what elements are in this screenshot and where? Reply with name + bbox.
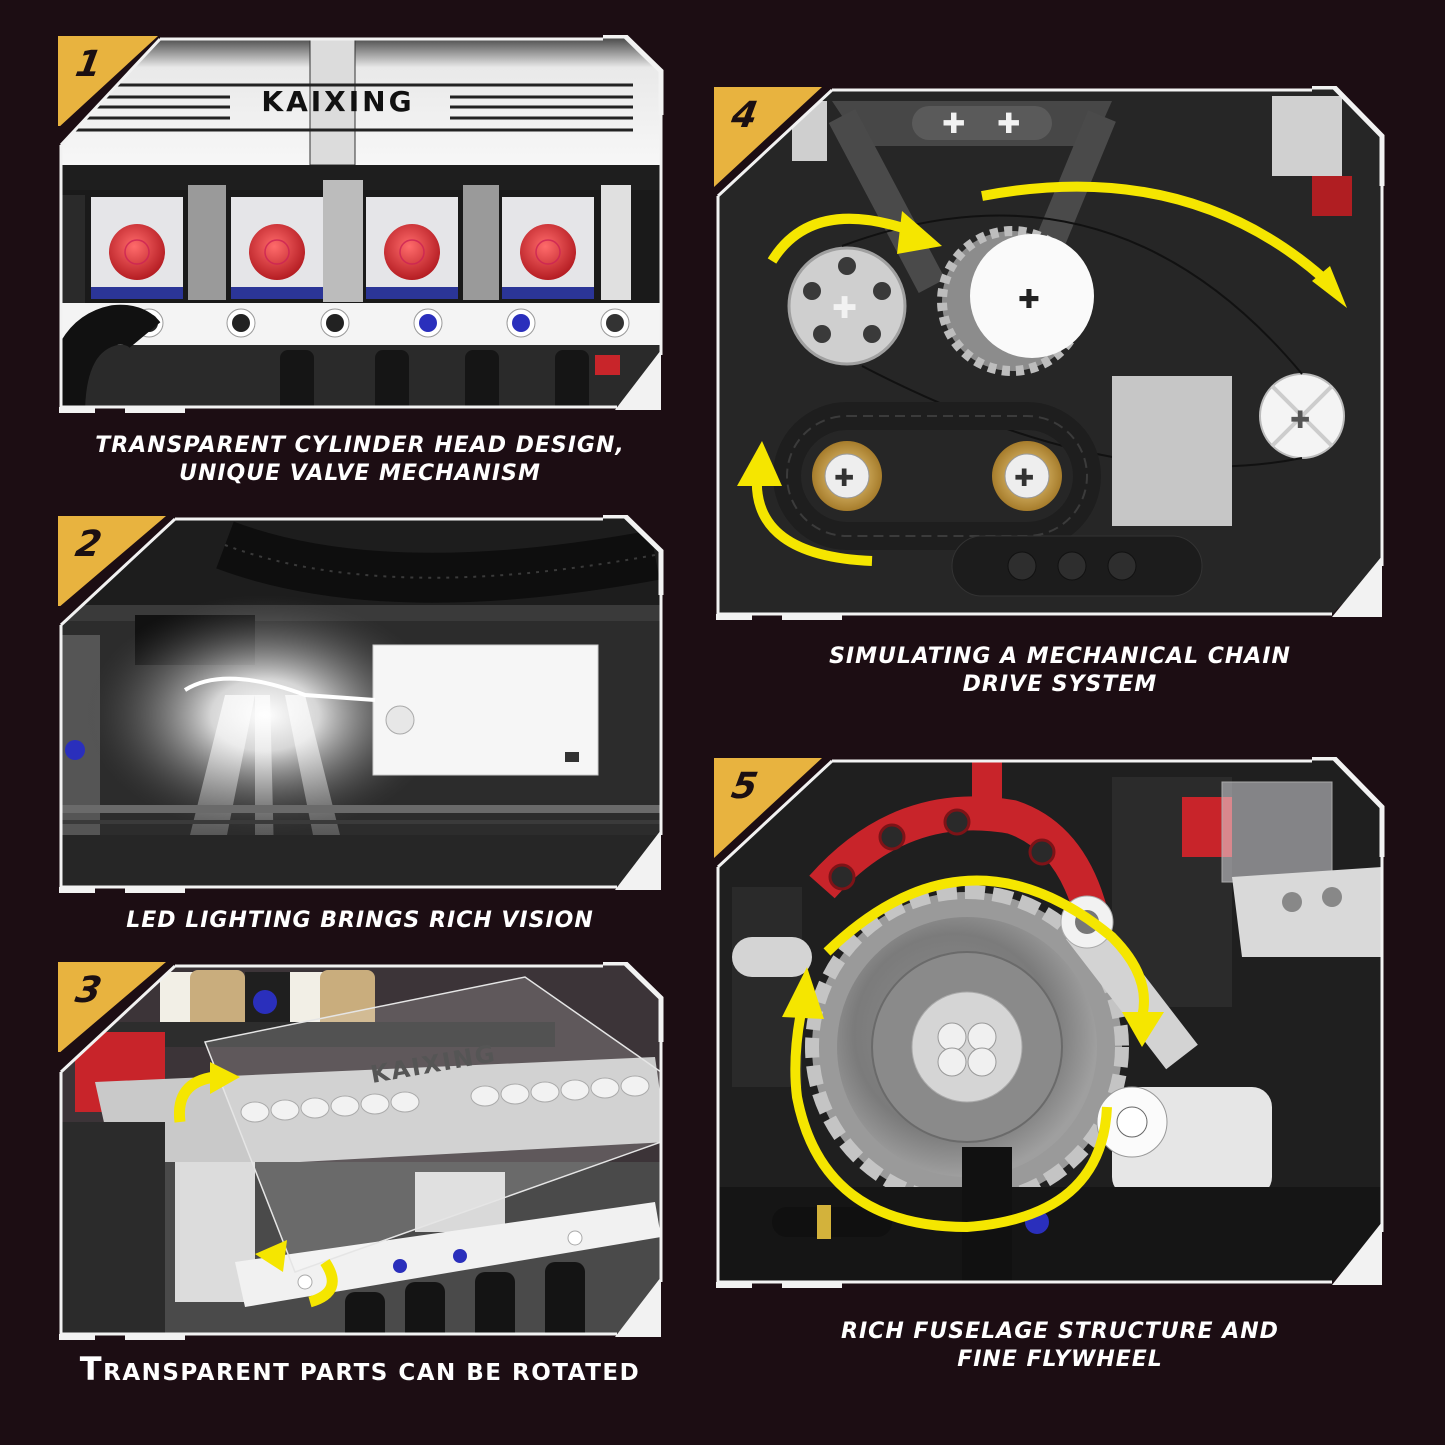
caption-first-letter: T <box>79 1350 104 1388</box>
caption-line-2: FINE FLYWHEEL <box>957 1347 1163 1372</box>
panel-5-caption: RICH FUSELAGE STRUCTURE AND FINE FLYWHEE… <box>725 1318 1395 1374</box>
cylinder-head-image: KAIXING <box>59 35 664 413</box>
panel-2-number-badge: 2 <box>58 516 166 606</box>
panel-4-caption: SIMULATING A MECHANICAL CHAIN DRIVE SYST… <box>725 643 1395 699</box>
svg-text:✚: ✚ <box>1290 406 1310 434</box>
svg-text:✚: ✚ <box>942 107 965 140</box>
caption-line-1: SIMULATING A MECHANICAL CHAIN <box>829 644 1291 669</box>
caption-rest: RANSPARENT PARTS CAN BE ROTATED <box>103 1360 641 1386</box>
transparent-cover-image: KAIXING <box>59 962 664 1340</box>
panel-3-number-badge: 3 <box>58 962 166 1052</box>
svg-text:✚: ✚ <box>834 464 854 492</box>
caption-line-1: TRANSPARENT CYLINDER HEAD DESIGN, <box>95 433 625 458</box>
svg-text:✚: ✚ <box>1018 285 1040 315</box>
panel-4-chain-drive: ✚ ✚ ✚ ✚ ✚ ✚ <box>712 86 1387 621</box>
led-lighting-image <box>59 515 664 893</box>
caption-line-2: UNIQUE VALVE MECHANISM <box>179 461 541 486</box>
panel-3-transparent-parts: KAIXING <box>55 962 667 1342</box>
svg-text:✚: ✚ <box>1014 464 1034 492</box>
panel-5-number-badge: 5 <box>714 758 822 858</box>
svg-text:✚: ✚ <box>997 107 1020 140</box>
panel-1-caption: TRANSPARENT CYLINDER HEAD DESIGN, UNIQUE… <box>40 432 680 488</box>
caption-line-1: LED LIGHTING BRINGS RICH VISION <box>126 908 594 933</box>
svg-text:✚: ✚ <box>832 291 857 326</box>
panel-1-cylinder-head: KAIXING <box>55 35 667 415</box>
panel-1-number-badge: 1 <box>58 36 163 126</box>
caption-line-1: RICH FUSELAGE STRUCTURE AND <box>841 1319 1279 1344</box>
panel-3-caption: TRANSPARENT PARTS CAN BE ROTATED <box>40 1353 680 1387</box>
flywheel-image <box>716 757 1385 1288</box>
caption-line-2: DRIVE SYSTEM <box>962 672 1158 697</box>
panel-4-number-badge: 4 <box>714 87 822 187</box>
panel-5-flywheel <box>712 757 1387 1289</box>
brand-logo: KAIXING <box>261 85 414 118</box>
chain-drive-image: ✚ ✚ ✚ ✚ ✚ ✚ <box>716 86 1385 620</box>
panel-2-led-lighting <box>55 515 667 895</box>
panel-2-caption: LED LIGHTING BRINGS RICH VISION <box>40 907 680 935</box>
